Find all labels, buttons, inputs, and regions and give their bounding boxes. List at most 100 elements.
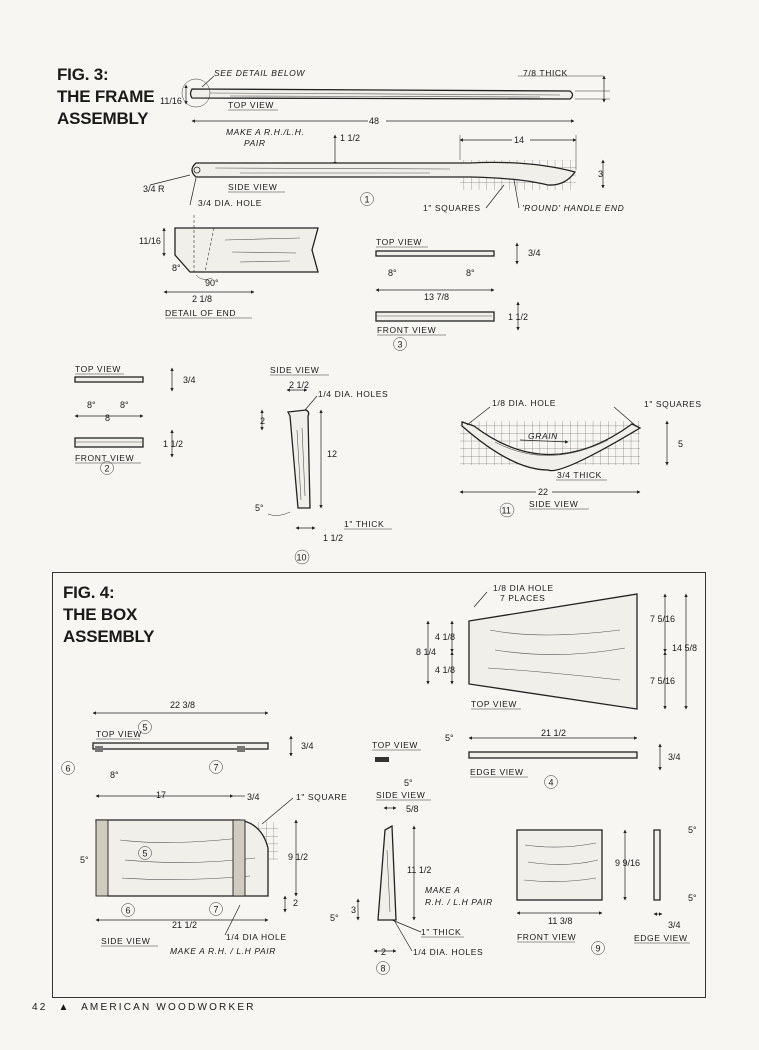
part10-dim-2: 2 — [260, 416, 265, 426]
part5-hole-label: 1/4 DIA HOLE — [226, 932, 287, 942]
part8-dim-5-8: 5/8 — [406, 804, 419, 814]
part11-number: 11 — [502, 506, 511, 516]
part8-dim-2: 2 — [381, 947, 386, 957]
part2-number-circle — [100, 461, 114, 475]
part3-angle-right: 8° — [466, 268, 475, 278]
part3-front-view-label: FRONT VIEW — [377, 325, 436, 335]
part7-number-circle-top — [209, 760, 223, 774]
part4-edge-piece — [468, 751, 638, 759]
make-pair-line1: MAKE A R.H./L.H. — [226, 127, 304, 137]
dim-14-label: 14 — [514, 135, 524, 145]
part5-top-piece — [92, 742, 269, 750]
dim-3-label: 3 — [598, 169, 603, 179]
radius-label: 3/4 R — [143, 184, 165, 194]
part11-side-view-label: SIDE VIEW — [529, 499, 578, 509]
part10-dim-2-1-2: 2 1/2 — [289, 380, 309, 390]
part5-pair-label: MAKE A R.H. / L.H PAIR — [170, 946, 276, 956]
part2-top-view-label: TOP VIEW — [75, 364, 121, 374]
dim-1-1-2-label: 1 1/2 — [340, 133, 360, 143]
part4-tapered-panel — [468, 593, 638, 710]
part2-dim-3-4: 3/4 — [183, 375, 196, 385]
part4-dim-21-1-2: 21 1/2 — [541, 728, 566, 738]
part8-angle-5b: 5° — [330, 913, 339, 923]
part11-squares-label: 1" SQUARES — [644, 399, 702, 409]
part9-dim-9-9-16: 9 9/16 — [615, 858, 640, 868]
part8-pair-line2: R.H. / L.H PAIR — [425, 897, 493, 907]
part8-top-block — [375, 757, 389, 762]
part8-angle-5: 5° — [404, 778, 413, 788]
part5-square-label: 1" SQUARE — [296, 792, 347, 802]
part5-angle-8: 8° — [110, 770, 119, 780]
part10-holes-label: 1/4 DIA. HOLES — [318, 389, 388, 399]
part9-drawing: 9 9/16 11 3/8 FRONT VIEW 9 5° 5° 3/4 EDG… — [516, 825, 697, 955]
part4-number: 4 — [549, 778, 554, 788]
part9-grain — [523, 842, 599, 882]
part10-dim-12: 12 — [327, 449, 337, 459]
part10-thick-label: 1" THICK — [344, 519, 384, 529]
pivot-hole — [193, 166, 201, 174]
part5-dim-21-1-2: 21 1/2 — [172, 920, 197, 930]
part5-angle-5: 5° — [80, 855, 89, 865]
part11-thick-label: 3/4 THICK — [557, 470, 602, 480]
part4-dim-7-5-16-b: 7 5/16 — [650, 676, 675, 686]
part3-front-piece — [375, 311, 495, 322]
thick-7-8-label: 7/8 THICK — [523, 68, 568, 78]
part4-dim-4-1-8-b: 4 1/8 — [435, 665, 455, 675]
part4-top-view-label: TOP VIEW — [471, 699, 517, 709]
fig3-title: FIG. 3: THE FRAME ASSEMBLY — [57, 64, 155, 130]
hole-3-4-label: 3/4 DIA. HOLE — [198, 198, 262, 208]
part5-side-view-label: SIDE VIEW — [101, 936, 150, 946]
part5-dim-9-1-2: 9 1/2 — [288, 852, 308, 862]
part9-front-panel — [516, 829, 603, 901]
part9-angle-b: 5° — [688, 893, 697, 903]
part1-top-view: SEE DETAIL BELOW 7/8 THICK 11/16 TOP VIE… — [160, 68, 610, 126]
part2-drawing: TOP VIEW 3/4 8° 8° 8 1 1/2 FRONT VIEW 2 — [74, 364, 196, 475]
detail-of-end-label: DETAIL OF END — [165, 308, 236, 318]
part9-edge-piece — [653, 829, 661, 901]
part7-side-block — [232, 819, 246, 897]
part2-dim-1-1-2: 1 1/2 — [163, 439, 183, 449]
part11-grain — [494, 439, 609, 456]
part5-dim-3-4b: 3/4 — [247, 792, 260, 802]
part1-side-view: MAKE A R.H./L.H. PAIR 1 1/2 14 3 3/4 R S… — [143, 127, 624, 213]
part6-side-block — [95, 819, 109, 897]
dim-2-1-8-label: 2 1/8 — [192, 294, 212, 304]
fig3-title-line3: ASSEMBLY — [57, 109, 149, 128]
part9-angle-a: 5° — [688, 825, 697, 835]
see-detail-leader — [201, 75, 215, 88]
part5-dim-2: 2 — [293, 898, 298, 908]
detail-angle-90: 90° — [205, 278, 219, 288]
part1-top-view-label: TOP VIEW — [228, 100, 274, 110]
end-detail-grain — [224, 237, 301, 263]
part8-side-view-label: SIDE VIEW — [376, 790, 425, 800]
side-grain — [214, 167, 451, 174]
rail-grain — [209, 92, 561, 98]
part8-grain — [386, 849, 391, 913]
part10-number-circle — [294, 549, 310, 565]
part9-front-view-label: FRONT VIEW — [517, 932, 576, 942]
part11-curved-piece — [461, 421, 642, 472]
part8-number-circle — [376, 961, 390, 975]
part4-dim-7-5-16-a: 7 5/16 — [650, 614, 675, 624]
fig3-title-line1: FIG. 3: — [57, 65, 109, 84]
part9-dim-3-4: 3/4 — [668, 920, 681, 930]
part1-number-circle — [360, 192, 374, 206]
part4-edge-view-label: EDGE VIEW — [470, 767, 524, 777]
part8-top-view-label: TOP VIEW — [372, 740, 418, 750]
fig4-frame — [52, 572, 706, 998]
fig4-title: FIG. 4: THE BOX ASSEMBLY — [63, 582, 154, 648]
part8-number: 8 — [381, 964, 386, 974]
make-pair-line2: PAIR — [244, 138, 266, 148]
part3-top-piece — [375, 250, 495, 257]
part5-number-circle-side — [138, 846, 152, 860]
part10-angle-5: 5° — [255, 503, 264, 513]
part6-top-block — [95, 746, 103, 752]
part4-number-circle — [544, 775, 558, 789]
round-handle-label: 'ROUND' HANDLE END — [522, 203, 624, 213]
part8-thick-label: 1" THICK — [421, 927, 461, 937]
part8-dim-11-1-2: 11 1/2 — [407, 865, 431, 875]
part2-dim-8: 8 — [105, 413, 110, 423]
part4-dim-14-5-8: 14 5/8 — [672, 643, 697, 653]
part11-hole-label: 1/8 DIA. HOLE — [492, 398, 556, 408]
